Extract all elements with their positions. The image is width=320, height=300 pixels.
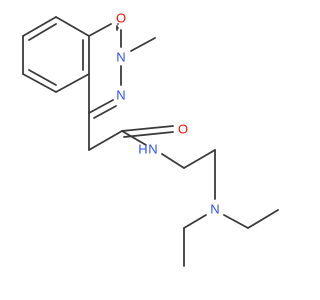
- bond-benzene-5: [22, 16, 57, 37]
- bond-ch2-c: [88, 130, 123, 151]
- ring-nitrogen-methyl-label: N: [116, 50, 125, 65]
- amine-nitrogen-label: N: [210, 202, 219, 217]
- bond-ring-n-c1: [88, 99, 114, 114]
- bond-ch2-ch2: [183, 149, 216, 169]
- bond-ring-c4-co: [88, 23, 112, 37]
- bond-benzene-2: [55, 73, 90, 93]
- ring-nitrogen-label: N: [116, 88, 125, 103]
- amide-oxygen-label: O: [178, 122, 188, 137]
- amide-hydrogen-label: H: [138, 142, 147, 157]
- bond-c-n: [121, 130, 147, 146]
- bond-benzene-inner-2: [28, 23, 57, 41]
- bond-n-methyl: [130, 37, 156, 52]
- bond-benzene-inner-3: [28, 69, 57, 86]
- bond-n-ethyl2-a: [223, 214, 249, 229]
- amide-nitrogen-label: N: [148, 142, 157, 157]
- bond-ring-n-c1-double: [93, 105, 117, 119]
- ring-carbonyl-oxygen-label: O: [116, 11, 126, 26]
- bond-benzene-3: [22, 73, 57, 93]
- bond-n-ethyl1-a: [183, 214, 207, 229]
- bond-ethyl2-b: [247, 209, 279, 229]
- bond-benzene-6: [55, 16, 90, 37]
- atom-label-layer: O N N O N H N: [116, 11, 220, 217]
- molecule-diagram: O N N O N H N: [22, 11, 279, 267]
- bond-nh-ch2: [161, 153, 185, 169]
- bond-c-o: [121, 125, 174, 132]
- bond-layer: [22, 16, 279, 267]
